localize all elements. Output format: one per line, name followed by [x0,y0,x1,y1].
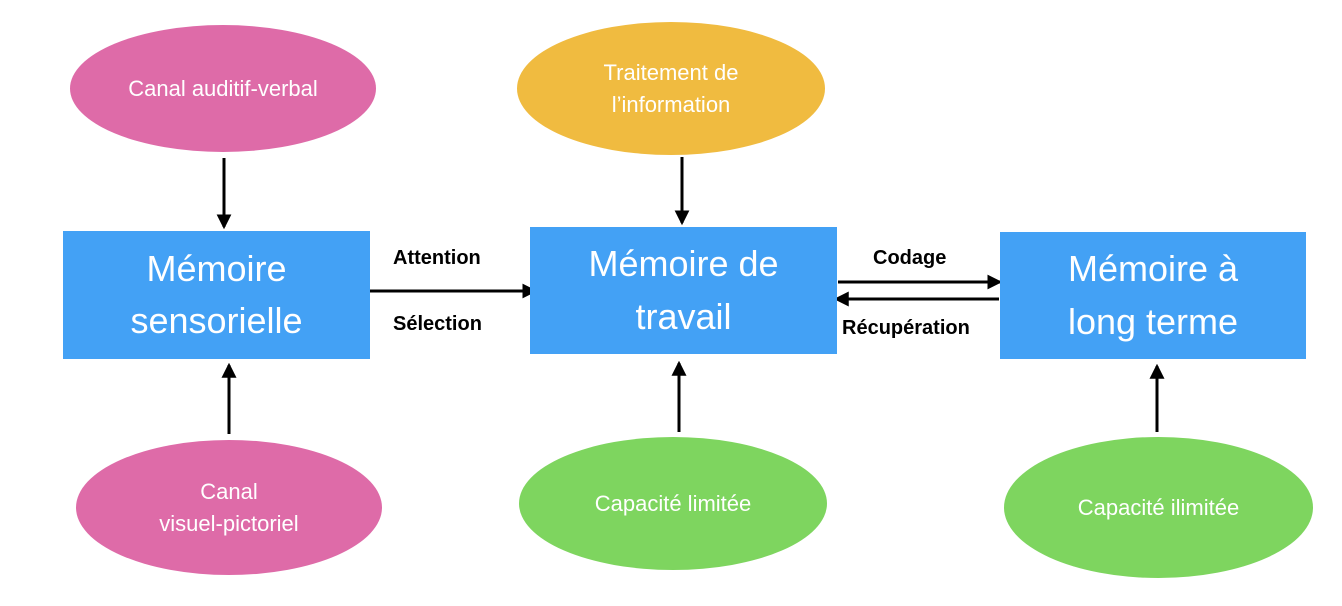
retrieval-label: Récupération [842,317,970,339]
working-memory-box: Mémoire de travail [530,227,837,354]
auditory-channel-ellipse: Canal auditif-verbal [70,25,376,152]
working-memory-label: Mémoire de travail [588,243,779,337]
sensory-memory-box: Mémoire sensorielle [63,231,370,359]
visual-channel-ellipse: Canal visuel-pictoriel [76,440,382,575]
information-processing-label: Traitement de l’information [603,59,739,117]
limited-capacity-label: Capacité limitée [594,490,752,516]
auditory-channel-label: Canal auditif-verbal [128,75,318,101]
long-term-memory-label: Mémoire à long terme [1067,248,1239,342]
sensory-memory-label: Mémoire sensorielle [130,247,303,341]
selection-label: Sélection [393,313,482,335]
encoding-label: Codage [873,247,947,269]
long-term-memory-box: Mémoire à long terme [1000,232,1306,359]
unlimited-capacity-label: Capacité ilimitée [1077,494,1240,520]
information-processing-ellipse: Traitement de l’information [517,22,825,155]
visual-channel-label: Canal visuel-pictoriel [159,478,299,536]
attention-label: Attention [393,247,481,269]
limited-capacity-ellipse: Capacité limitée [519,437,827,570]
unlimited-capacity-ellipse: Capacité ilimitée [1004,437,1313,578]
